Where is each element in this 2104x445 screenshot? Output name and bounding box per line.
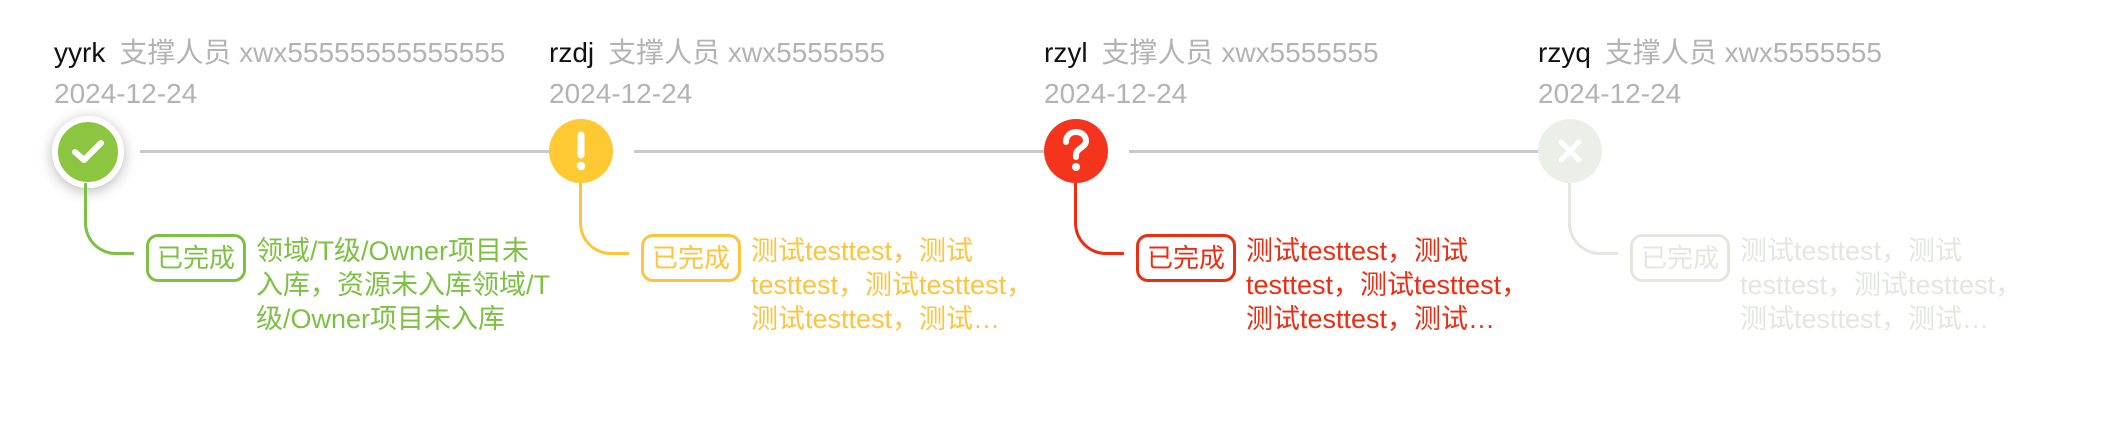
connector-line-3: [1129, 150, 1542, 153]
status-badge: 已完成: [1136, 234, 1237, 282]
step-description: 测试testtest，测试testtest，测试testtest，测试testt…: [1740, 236, 2023, 334]
status-node-warning[interactable]: [549, 119, 613, 183]
step-description: 测试testtest，测试testtest，测试testtest，测试testt…: [751, 236, 1034, 334]
exclamation-icon: [576, 131, 586, 171]
step-date: 2024-12-24: [1044, 78, 1188, 109]
step-date: 2024-12-24: [1538, 78, 1682, 109]
step-role: 支撑人员 xwx5555555: [1101, 37, 1379, 68]
step-header: yyrk 支撑人员 xwx55555555555555: [54, 36, 505, 70]
status-badge: 已完成: [1630, 234, 1731, 282]
step-date: 2024-12-24: [549, 78, 693, 109]
question-icon: [1063, 129, 1090, 171]
status-badge: 已完成: [641, 234, 742, 282]
step-role: 支撑人员 xwx55555555555555: [119, 37, 506, 68]
close-icon: [1558, 139, 1582, 163]
step-name: rzyl: [1044, 37, 1088, 68]
step-name: rzdj: [549, 37, 595, 68]
connector-elbow: [579, 183, 629, 255]
status-node-error[interactable]: [1044, 119, 1108, 183]
status-badge: 已完成: [146, 234, 247, 282]
step-role: 支撑人员 xwx5555555: [608, 37, 886, 68]
connector-elbow: [84, 183, 134, 255]
step-header: rzyq 支撑人员 xwx5555555: [1538, 36, 1882, 70]
connector-elbow: [1074, 183, 1124, 255]
step-description: 测试testtest，测试testtest，测试testtest，测试testt…: [1246, 236, 1529, 334]
step-description: 领域/T级/Owner项目未入库，资源未入库领域/T级/Owner项目未入库: [256, 236, 550, 334]
step-name: rzyq: [1538, 37, 1591, 68]
timeline-step-rzyq[interactable]: rzyq 支撑人员 xwx5555555 2024-12-24 已完成 测试tes…: [1538, 0, 2038, 445]
status-node-disabled[interactable]: [1538, 119, 1602, 183]
step-header: rzyl 支撑人员 xwx5555555: [1044, 36, 1379, 70]
timeline-step-yyrk[interactable]: yyrk 支撑人员 xwx55555555555555 2024-12-24 已完…: [52, 0, 554, 445]
step-date: 2024-12-24: [54, 78, 198, 109]
check-icon: [72, 140, 104, 163]
step-header: rzdj 支撑人员 xwx5555555: [549, 36, 885, 70]
step-name: yyrk: [54, 37, 106, 68]
timeline-step-rzyl[interactable]: rzyl 支撑人员 xwx5555555 2024-12-24 已完成 测试tes…: [1044, 0, 1544, 445]
timeline-step-rzdj[interactable]: rzdj 支撑人员 xwx5555555 2024-12-24 已完成 测试tes…: [549, 0, 1049, 445]
status-node-success[interactable]: [52, 116, 124, 188]
step-role: 支撑人员 xwx5555555: [1604, 37, 1882, 68]
connector-elbow: [1568, 183, 1618, 255]
connector-line-1: [140, 150, 552, 153]
connector-line-2: [634, 150, 1046, 153]
